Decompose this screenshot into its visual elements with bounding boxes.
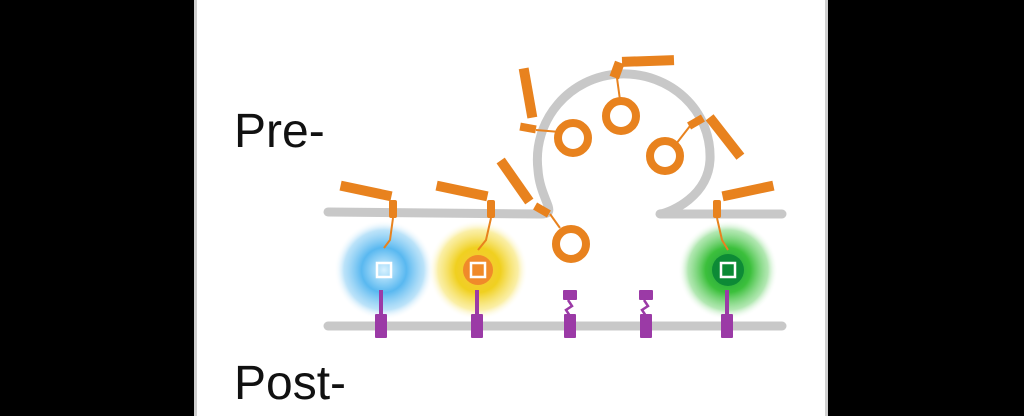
vesicle-inner-curve bbox=[540, 214, 660, 217]
orange-tethered-protein-icon bbox=[518, 67, 592, 157]
postsynaptic-label: Post- bbox=[234, 357, 347, 410]
purple-receptor-icon bbox=[563, 290, 577, 338]
orange-tethered-protein-icon bbox=[435, 180, 495, 251]
orange-tethered-protein-icon bbox=[496, 157, 590, 263]
orange-tethered-protein-icon bbox=[713, 180, 775, 251]
purple-receptor-icon bbox=[375, 290, 387, 338]
purple-receptor-icon bbox=[471, 290, 483, 338]
orange-tethered-protein-icon bbox=[339, 180, 397, 249]
orange-tethered-protein-icon bbox=[646, 114, 745, 175]
orange-tethered-protein-icon bbox=[602, 55, 675, 135]
purple-receptor-icon bbox=[721, 290, 733, 338]
fluorescent-glow-icon bbox=[678, 220, 778, 320]
presynaptic-label: Pre- bbox=[234, 105, 325, 158]
diagram-panel bbox=[194, 0, 828, 416]
purple-receptor-icon bbox=[639, 290, 653, 338]
fluorescent-glow-icon bbox=[334, 220, 434, 320]
fluorescent-glow-icon bbox=[428, 220, 528, 320]
